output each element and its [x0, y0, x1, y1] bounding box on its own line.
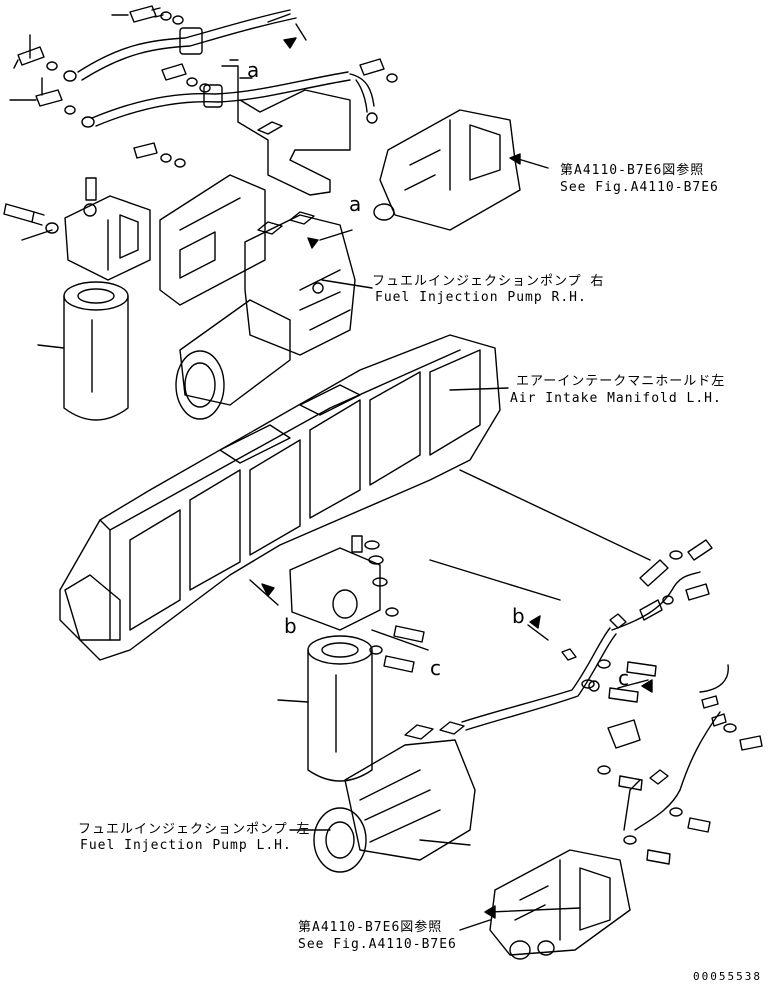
- filter-head-top: [64, 177, 151, 281]
- manifold-label-en: Air Intake Manifold L.H.: [510, 391, 722, 406]
- fuel-filter-top: [37, 281, 129, 421]
- injection-pump-lh: [313, 721, 476, 873]
- ref-letter-a: a: [247, 58, 260, 82]
- document-number: 00055538: [693, 970, 762, 983]
- bottom-bolts-group: [581, 539, 763, 865]
- see-fig-top-en: See Fig.A4110-B7E6: [560, 180, 719, 195]
- reference-arrows: [261, 37, 653, 919]
- pump-lh-label-jp: フュエルインジェクションポンプ 左: [78, 822, 311, 837]
- air-intake-manifold: [59, 334, 501, 661]
- ref-letter-c: c: [430, 656, 441, 680]
- top-fuel-lines: [77, 9, 378, 127]
- filter-head-bottom: [289, 535, 425, 673]
- pump-rh-label-en: Fuel Injection Pump R.H.: [375, 290, 587, 305]
- injection-pump-rh: [175, 211, 356, 420]
- ref-letter-c: c: [618, 666, 629, 690]
- ref-letter-b: b: [284, 614, 297, 638]
- fuel-filter-bottom: [277, 635, 373, 782]
- pump-bracket: [159, 65, 351, 306]
- pump-lh-label-en: Fuel Injection Pump L.H.: [80, 838, 292, 853]
- pump-rh-label-jp: フュエルインジェクションポンプ 右: [372, 274, 605, 289]
- see-fig-bottom-en: See Fig.A4110-B7E6: [298, 937, 457, 952]
- fuel-manifold-bottom: [489, 849, 631, 960]
- ref-letter-b: b: [512, 604, 525, 628]
- top-bolts-group: [3, 5, 398, 241]
- manifold-label-jp: エアーインテークマニホールド左: [516, 374, 726, 389]
- fuel-manifold-top: [373, 109, 521, 231]
- see-fig-top-jp: 第A4110-B7E6図参照: [560, 163, 705, 178]
- see-fig-bottom-jp: 第A4110-B7E6図参照: [298, 920, 443, 935]
- ref-letter-a: a: [349, 192, 362, 216]
- fuel-lines-bottom: [461, 559, 729, 831]
